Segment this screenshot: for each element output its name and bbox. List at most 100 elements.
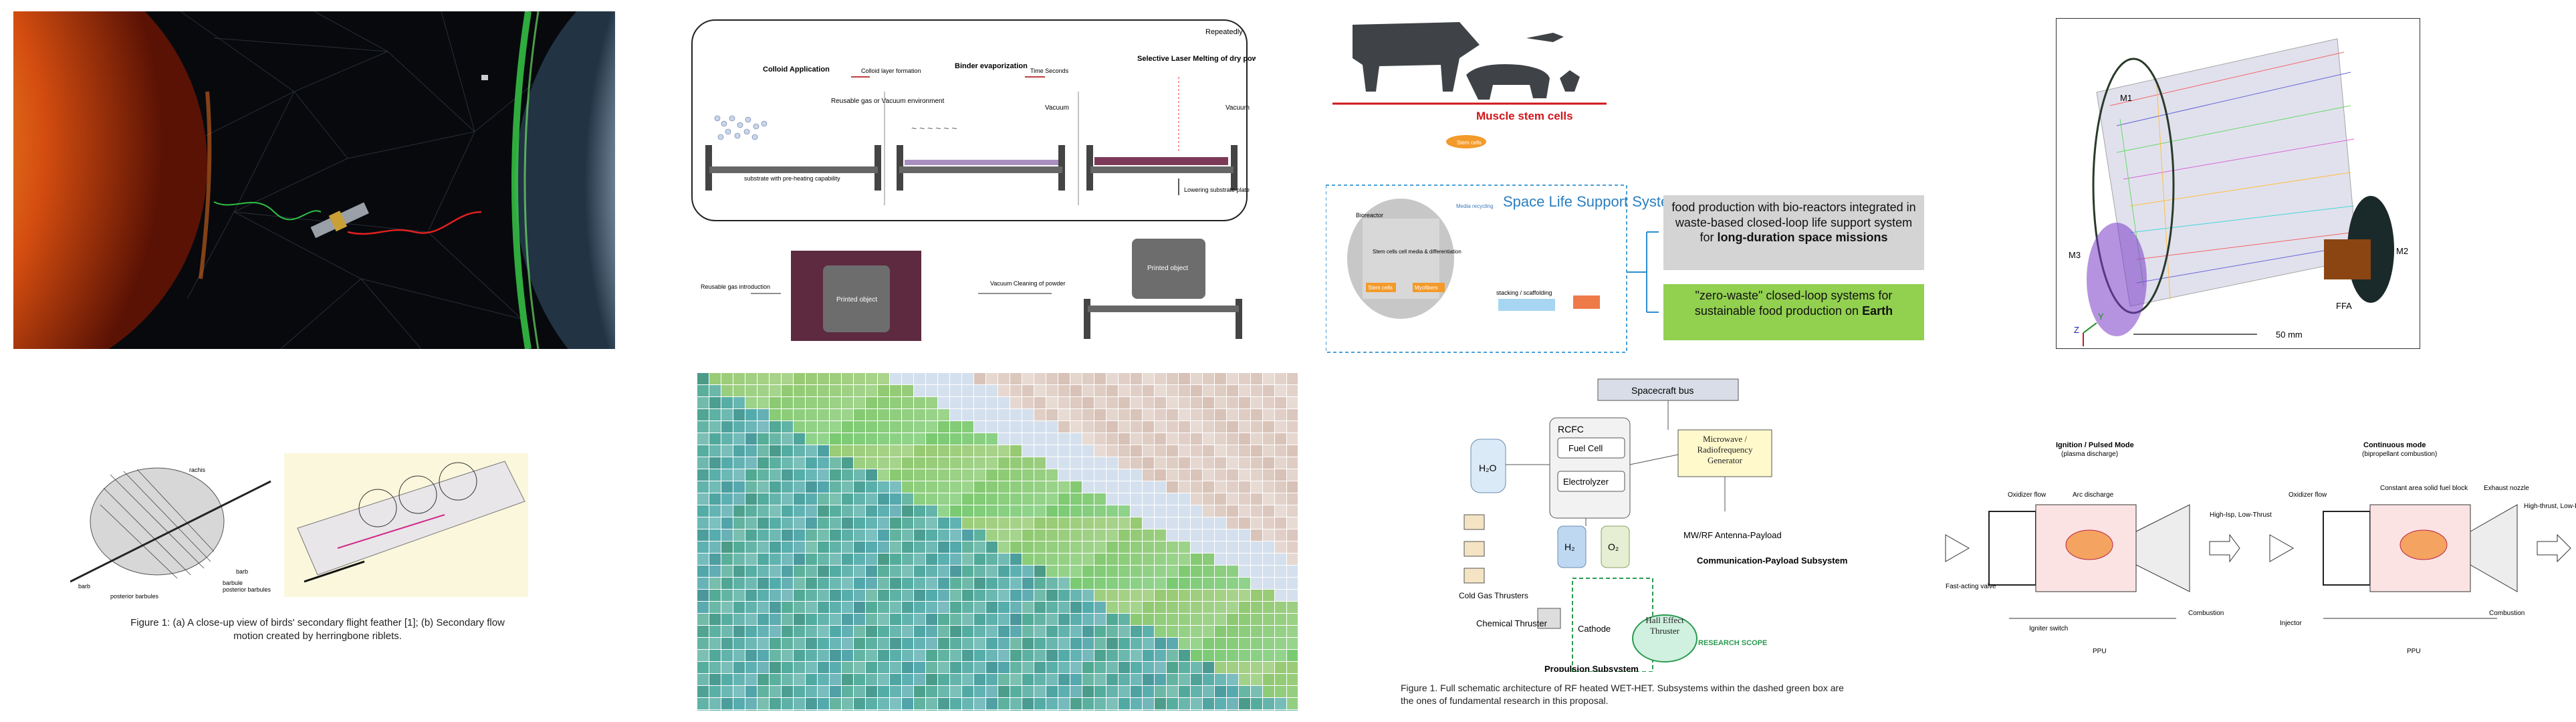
space-box-text: food production with bio-reactors integr… — [1671, 201, 1916, 244]
earth-box-bold: Earth — [1862, 304, 1893, 318]
space-box — [1663, 195, 1924, 270]
printed-object-1 — [823, 265, 890, 332]
sun-earth-illustration — [13, 11, 615, 349]
m1-label: M1 — [2120, 93, 2132, 103]
ignition-mode-diagram: Ignition / Pulsed Mode (plasma discharge… — [1942, 438, 2576, 669]
earth-box — [1663, 284, 1924, 340]
svg-text:Communication-Payload Subsyste: Communication-Payload Subsystem — [1697, 556, 1847, 566]
svg-text:Stem cells: Stem cells — [1457, 140, 1482, 146]
svg-text:Electrolyzer: Electrolyzer — [1563, 477, 1609, 487]
scale-label: 50 mm — [2276, 330, 2303, 340]
mosaic-grid — [697, 373, 1298, 711]
svg-text:barbule: barbule — [223, 580, 243, 586]
svg-text:MW/RF Antenna-Payload: MW/RF Antenna-Payload — [1683, 530, 1782, 540]
svg-text:Fuel Cell: Fuel Cell — [1568, 443, 1603, 453]
svg-text:RESEARCH SCOPE: RESEARCH SCOPE — [1698, 639, 1767, 647]
substrate-label: substrate with pre-heating capability — [744, 175, 840, 182]
printed-object-1-label: Printed object — [836, 296, 877, 304]
muscle-label: Muscle stem cells — [1476, 110, 1573, 122]
printed-object-2 — [1132, 239, 1205, 299]
svg-text:stacking / scaffolding: stacking / scaffolding — [1496, 289, 1552, 296]
svg-text:Spacecraft bus: Spacecraft bus — [1631, 385, 1693, 396]
svg-text:Constant area solid fuel block: Constant area solid fuel block — [2380, 485, 2468, 492]
svg-text:~ ~ ~ ~ ~ ~: ~ ~ ~ ~ ~ ~ — [911, 123, 957, 134]
step1-title: Colloid Application — [763, 66, 830, 74]
svg-text:(bipropellant combustion): (bipropellant combustion) — [2362, 451, 2437, 458]
step2-arrow-label: Time Seconds — [1030, 68, 1069, 74]
svg-text:Media recycling: Media recycling — [1456, 203, 1494, 209]
reusable-gas-intro-label: Reusable gas introduction — [701, 283, 770, 290]
svg-text:Cathode: Cathode — [1578, 624, 1611, 634]
ignition-schematic: Ignition / Pulsed Mode (plasma discharge… — [1945, 441, 2576, 655]
spacecraft-schematic: Spacecraft bus RCFC Fuel Cell Electrolyz… — [1397, 378, 1852, 715]
svg-text:Combustion: Combustion — [2489, 610, 2525, 617]
telescope-raytrace: M1 M2 M3 FFA Y Z 50 mm — [2056, 18, 2420, 349]
gas-label: Reusable gas or Vacuum environment — [831, 98, 945, 105]
ffa-label: FFA — [2336, 301, 2352, 311]
svg-text:Stem cells cell media & differ: Stem cells cell media & differentiation — [1373, 249, 1461, 255]
svg-text:Fast-acting valve: Fast-acting valve — [1946, 583, 1996, 590]
terrain-mosaic — [697, 373, 1298, 711]
feather-figure: rachis barb barbule posterior barbules b… — [70, 448, 538, 648]
svg-text:High-thrust, Low-Isp: High-thrust, Low-Isp — [2524, 503, 2576, 510]
svg-text:posterior barbules: posterior barbules — [223, 586, 271, 593]
sun-earth-image — [13, 11, 615, 349]
svg-text:PPU: PPU — [2407, 648, 2421, 655]
svg-text:Z: Z — [2074, 325, 2079, 335]
svg-text:Igniter switch: Igniter switch — [2029, 625, 2068, 632]
svg-text:Stem cells: Stem cells — [1368, 285, 1393, 291]
water-tank — [1470, 439, 1506, 493]
svg-text:Combustion: Combustion — [2188, 610, 2224, 617]
svg-text:barb: barb — [236, 568, 248, 575]
m3-label: M3 — [2069, 250, 2081, 260]
space-box-bold: long-duration space missions — [1717, 231, 1888, 244]
h2-tank — [1557, 525, 1587, 568]
mw-generator — [1677, 429, 1772, 477]
scaffold — [1498, 299, 1555, 311]
svg-text:Exhaust nozzle: Exhaust nozzle — [2484, 485, 2529, 492]
meat-product — [1573, 295, 1600, 309]
vacuum-label-1: Vacuum — [1045, 104, 1069, 112]
schematic: Spacecraft bus RCFC Fuel Cell Electrolyz… — [1459, 378, 1847, 674]
svg-text:Cold Gas Thrusters: Cold Gas Thrusters — [1459, 591, 1528, 600]
spacecraft-caption: Figure 1. Full schematic architecture of… — [1401, 683, 1844, 706]
svg-text:rachis: rachis — [189, 467, 206, 473]
space-food-diagram: Muscle stem cells Stem cells Bioreactor … — [1326, 18, 1927, 359]
svg-text:High-Isp, Low-Thrust: High-Isp, Low-Thrust — [2210, 511, 2272, 519]
space-title: Space Life Support System — [1503, 193, 1681, 210]
process-diagram: Repeatedly Colloid Application Colloid l… — [691, 19, 1256, 341]
step3-title: Selective Laser Melting of dry powder — [1137, 55, 1256, 63]
lowering-label: Lowering substrate plate — [1184, 187, 1250, 193]
step1-arrow-label: Colloid layer formation — [861, 68, 921, 74]
svg-text:Arc discharge: Arc discharge — [2073, 491, 2114, 499]
svg-text:posterior barbules: posterior barbules — [110, 593, 159, 600]
colloid-particles — [714, 115, 768, 140]
svg-text:Ignition / Pulsed Mode: Ignition / Pulsed Mode — [2056, 441, 2134, 449]
svg-text:H₂O: H₂O — [1479, 463, 1497, 473]
laser-melting-diagram: Repeatedly Colloid Application Colloid l… — [691, 18, 1256, 349]
feather-caption: Figure 1: (a) A close-up view of birds' … — [130, 617, 505, 642]
repeatedly-label: Repeatedly — [1205, 28, 1243, 36]
cleaning-label: Vacuum Cleaning of powder — [990, 280, 1065, 287]
raytrace-plot: M1 M2 M3 FFA Y Z 50 mm — [2057, 19, 2420, 348]
svg-text:(plasma discharge): (plasma discharge) — [2061, 451, 2118, 458]
left-motor — [1945, 504, 2240, 592]
animal-silhouettes — [1353, 22, 1580, 100]
svg-text:Propulsion Subsystem: Propulsion Subsystem — [1544, 664, 1639, 672]
life-support-box — [1326, 185, 1627, 353]
svg-text:O₂: O₂ — [1608, 542, 1619, 552]
vacuum-label-2: Vacuum — [1225, 104, 1250, 112]
petri-dish — [1446, 135, 1486, 148]
svg-text:Injector: Injector — [2280, 620, 2302, 627]
ffa-block — [2324, 239, 2371, 279]
step2-title: Binder evaporization — [955, 62, 1028, 70]
svg-text:H₂: H₂ — [1564, 542, 1575, 552]
svg-text:RCFC: RCFC — [1558, 424, 1584, 435]
svg-text:Chemical Thruster: Chemical Thruster — [1476, 618, 1548, 628]
repeat-box — [691, 19, 1248, 221]
svg-text:barb: barb — [78, 583, 90, 590]
m2-label: M2 — [2396, 246, 2408, 256]
svg-text:Oxidizer flow: Oxidizer flow — [2008, 491, 2046, 499]
feather-illustrations: rachis barb barbule posterior barbules b… — [70, 453, 528, 600]
svg-text:Oxidizer flow: Oxidizer flow — [2289, 491, 2327, 499]
